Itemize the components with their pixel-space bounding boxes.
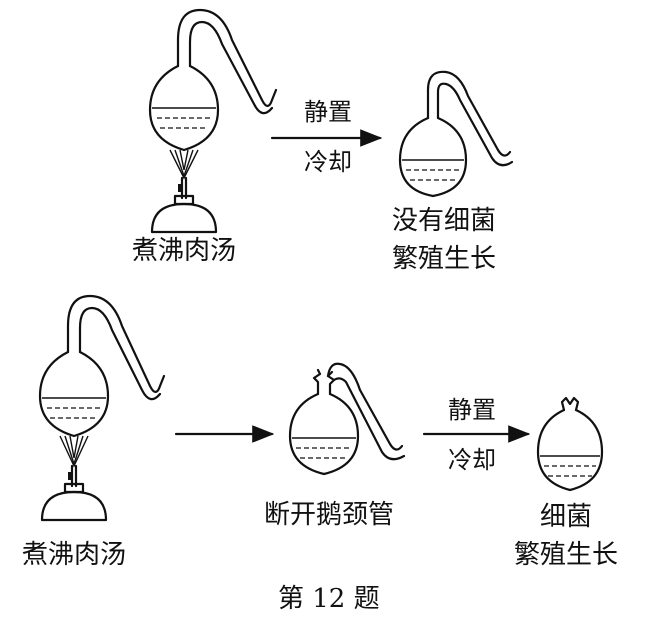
bottom-boil-label: 煮沸肉汤 [22, 540, 127, 570]
bottom-boiling-flask [38, 294, 166, 438]
top-result-label-line2: 繁殖生长 [392, 244, 497, 274]
top-alcohol-lamp [150, 176, 218, 234]
bottom-result-label-line1: 细菌 [540, 502, 593, 532]
bottom-result-label-line2: 繁殖生长 [514, 540, 619, 570]
bottom-burner-flame [59, 435, 89, 468]
top-cooled-flask [398, 70, 514, 198]
bottom-arrow-label-top: 静置 [448, 396, 496, 424]
top-result-label-line1: 没有细菌 [392, 206, 497, 236]
bottom-alcohol-lamp [40, 464, 108, 522]
broken-neck-flask [288, 362, 406, 476]
top-arrow-label-top: 静置 [304, 98, 352, 126]
top-boil-label: 煮沸肉汤 [132, 236, 237, 266]
bottom-break-label: 断开鹅颈管 [264, 500, 395, 530]
top-arrow-label-bottom: 冷却 [304, 148, 352, 176]
top-boiling-flask [148, 8, 278, 152]
bottom-result-flask [536, 396, 604, 492]
bottom-arrow-label-bottom: 冷却 [448, 446, 496, 474]
top-burner-flame [169, 149, 199, 180]
figure-caption: 第 12 题 [278, 584, 380, 614]
